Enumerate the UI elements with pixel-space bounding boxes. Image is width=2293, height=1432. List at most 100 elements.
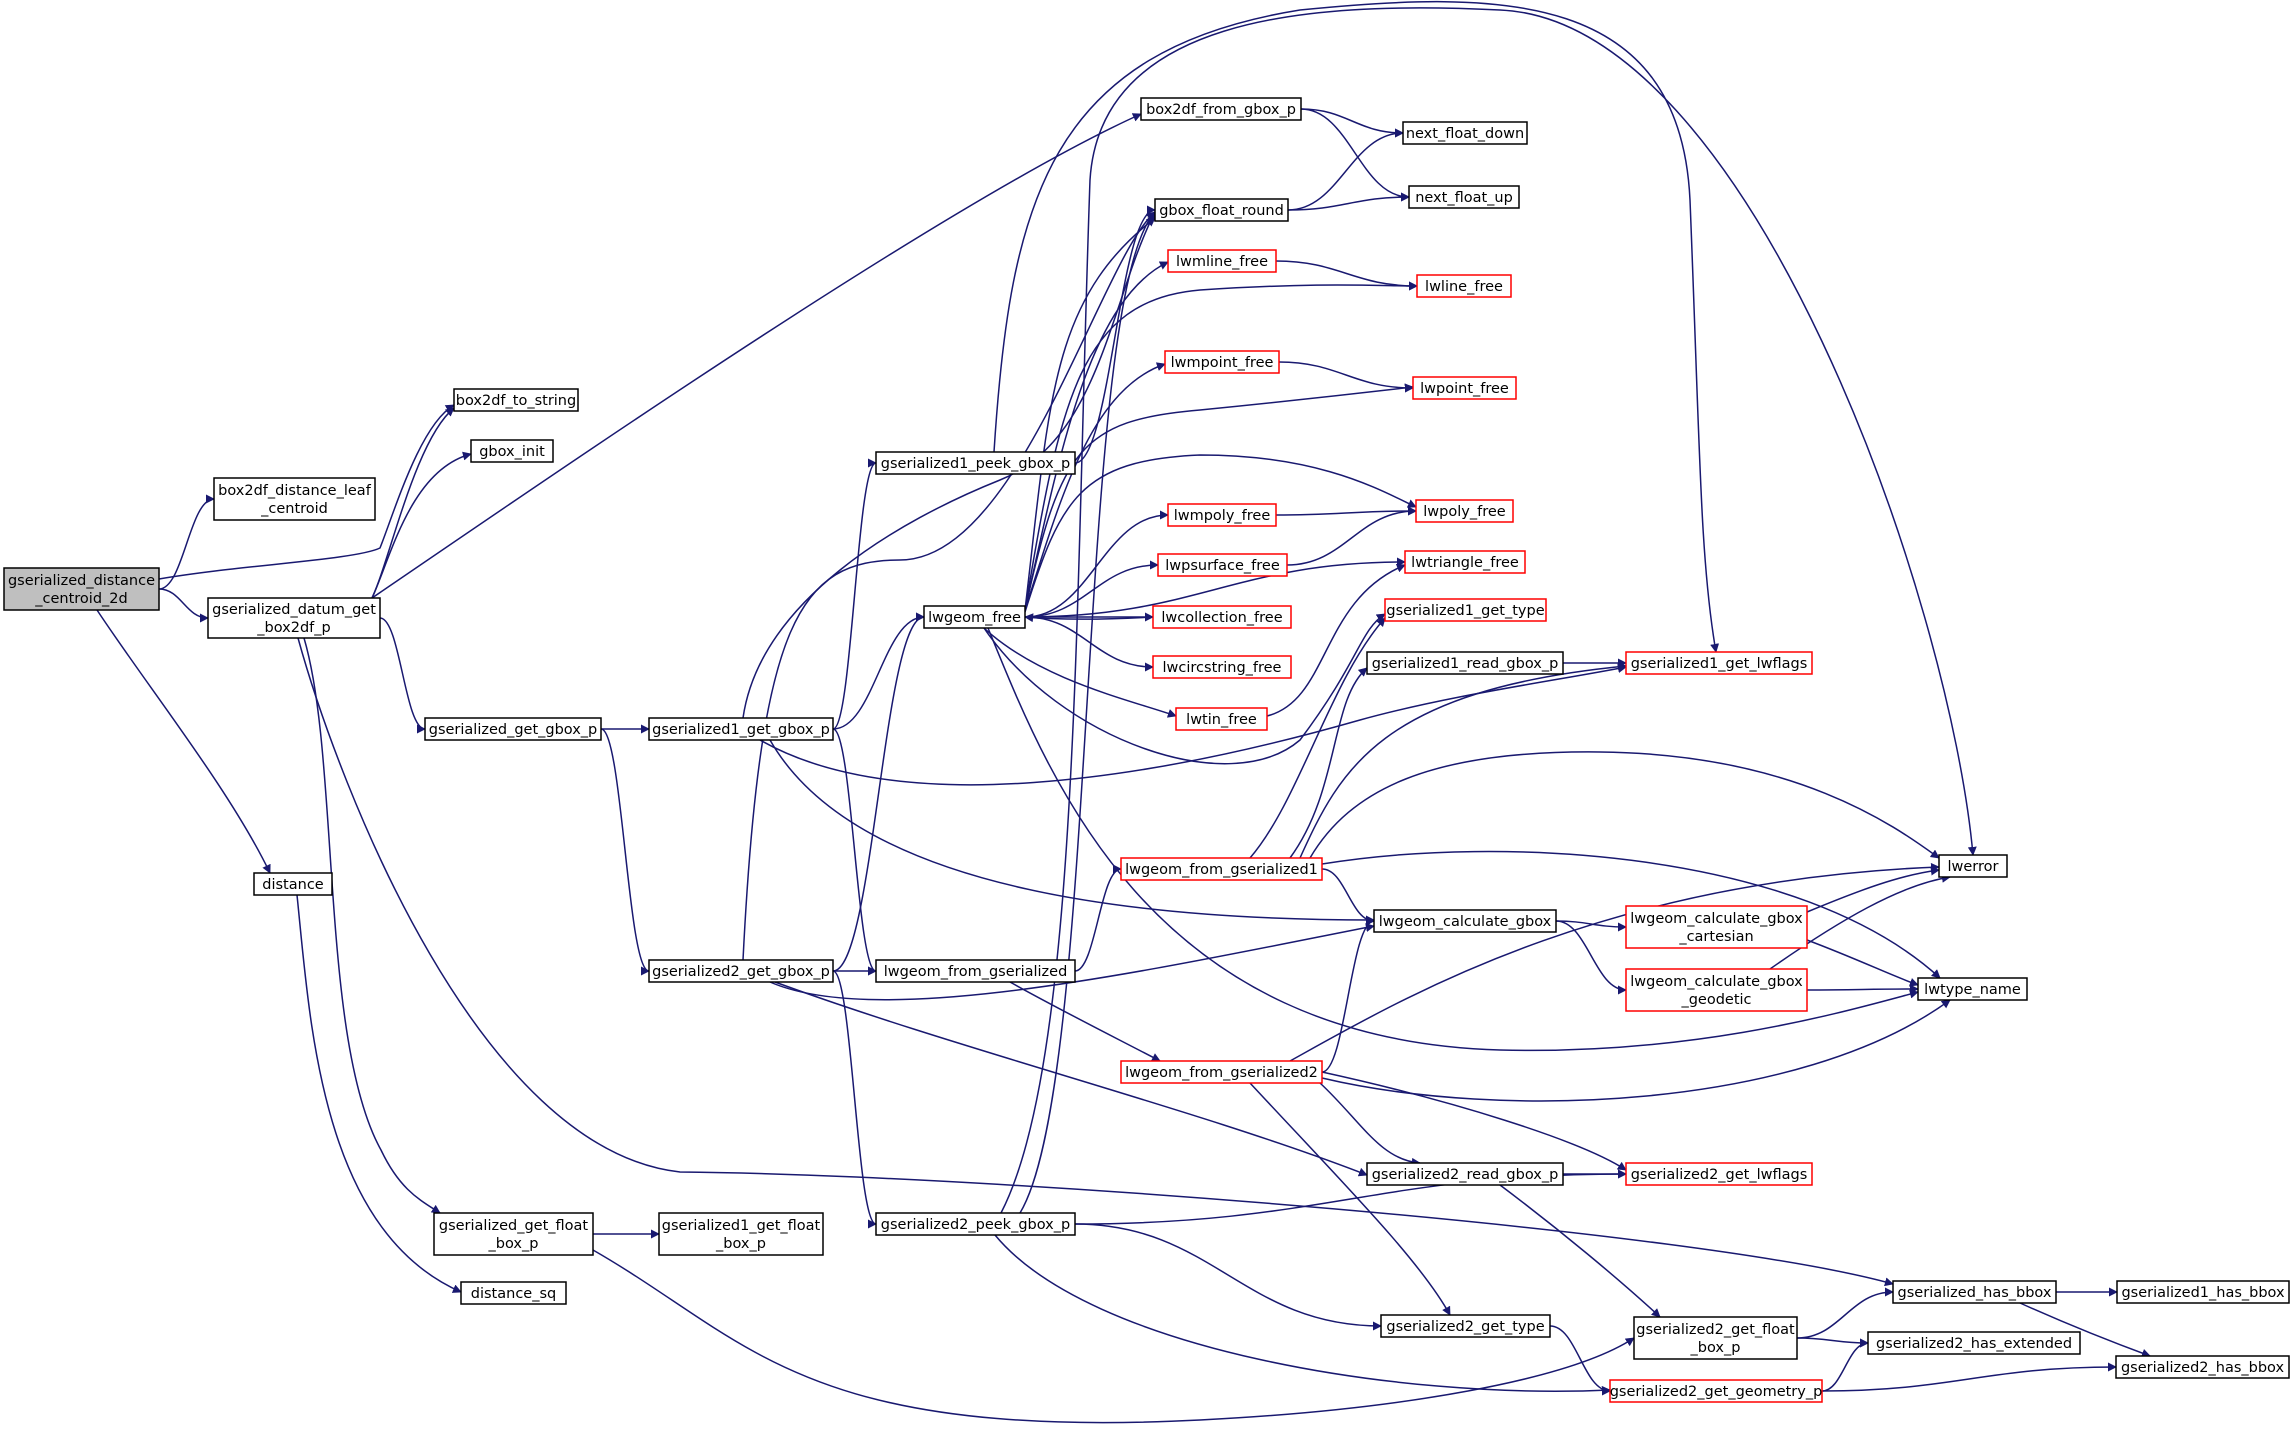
edge-arrow: [379, 617, 426, 734]
node-gserialized2-has-extended[interactable]: gserialized2_has_extended: [1867, 1331, 2081, 1355]
node-lwtype-name[interactable]: lwtype_name: [1917, 977, 2028, 1001]
node-distance-sq[interactable]: distance_sq: [460, 1281, 567, 1305]
edge-arrow: [1275, 506, 1417, 516]
node-gserialized-get-float-box-p[interactable]: gserialized_get_float_box_p: [433, 1212, 594, 1256]
node-lwpoint-free[interactable]: lwpoint_free: [1412, 376, 1517, 400]
call-edge: [1275, 260, 1418, 291]
node-label: gserialized1_peek_gbox_p: [881, 456, 1070, 472]
node-lwpoly-free[interactable]: lwpoly_free: [1415, 499, 1514, 523]
node-lwgeom-calculate-gbox-cartesian[interactable]: lwgeom_calculate_gbox_cartesian: [1625, 905, 1808, 949]
node-box: [470, 439, 554, 463]
node-gserialized2-get-geometry-p[interactable]: gserialized2_get_geometry_p: [1609, 1379, 1823, 1403]
node-box: [1152, 605, 1292, 629]
node-gserialized1-get-lwflags[interactable]: gserialized1_get_lwflags: [1625, 651, 1813, 675]
node-label: gserialized2_get_gbox_p: [652, 964, 830, 980]
node-lwtin-free[interactable]: lwtin_free: [1175, 707, 1268, 731]
call-edge: [303, 637, 441, 1214]
node-lwmpoly-free[interactable]: lwmpoly_free: [1167, 503, 1277, 527]
node-label: next_float_up: [1415, 190, 1513, 206]
node-gserialized1-get-type[interactable]: gserialized1_get_type: [1384, 598, 1547, 622]
node-gserialized2-get-type[interactable]: gserialized2_get_type: [1380, 1314, 1551, 1338]
node-gserialized2-get-gbox-p[interactable]: gserialized2_get_gbox_p: [648, 959, 834, 983]
node-lwerror[interactable]: lwerror: [1938, 854, 2008, 878]
node-lwline-free[interactable]: lwline_free: [1416, 274, 1512, 298]
node-box2df-to-string[interactable]: box2df_to_string: [453, 388, 579, 412]
node-lwcollection-free[interactable]: lwcollection_free: [1152, 605, 1292, 629]
call-edge: [296, 894, 462, 1293]
node-next-float-down[interactable]: next_float_down: [1402, 121, 1528, 145]
node-label: gserialized_get_gbox_p: [429, 722, 598, 738]
node-box2df-distance-leaf-centroid[interactable]: box2df_distance_leaf_centroid: [213, 477, 376, 521]
node-distance[interactable]: distance: [253, 872, 333, 896]
node-gserialized2-peek-gbox-p[interactable]: gserialized2_peek_gbox_p: [875, 1212, 1076, 1236]
node-gbox-init[interactable]: gbox_init: [470, 439, 554, 463]
node-lwgeom-from-gserialized[interactable]: lwgeom_from_gserialized: [875, 959, 1076, 983]
edge-arrow: [1321, 850, 1941, 979]
node-gserialized1-read-gbox-p[interactable]: gserialized1_read_gbox_p: [1366, 651, 1564, 675]
edge-arrow: [158, 404, 455, 580]
node-lwmpoint-free[interactable]: lwmpoint_free: [1164, 350, 1280, 374]
node-gserialized1-get-float-box-p[interactable]: gserialized1_get_float_box_p: [658, 1212, 824, 1256]
node-box: [1154, 198, 1289, 222]
edge-arrow: [1321, 868, 1375, 926]
edge-arrow: [1024, 560, 1159, 618]
node-lwtriangle-free[interactable]: lwtriangle_free: [1404, 550, 1526, 574]
node-box: [1625, 905, 1808, 949]
node-gbox-float-round[interactable]: gbox_float_round: [1154, 198, 1289, 222]
node-box: [1625, 968, 1808, 1012]
edge-arrow: [1289, 862, 1940, 1062]
node-box2df-from-gbox-p[interactable]: box2df_from_gbox_p: [1140, 97, 1302, 121]
node-gserialized2-read-gbox-p[interactable]: gserialized2_read_gbox_p: [1366, 1162, 1564, 1186]
call-edge: [1549, 1325, 1611, 1396]
node-box: [1938, 854, 2008, 878]
node-lwmline-free[interactable]: lwmline_free: [1167, 249, 1277, 273]
node-box: [1120, 857, 1323, 881]
edge-arrow: [297, 637, 1894, 1287]
edge-arrow: [769, 923, 1375, 1001]
node-box: [1167, 503, 1277, 527]
node-label: gserialized1_get_type: [1386, 603, 1544, 619]
node-gserialized-has-bbox[interactable]: gserialized_has_bbox: [1892, 1280, 2057, 1304]
edge-arrow: [1555, 920, 1627, 995]
node-label: _geodetic: [1680, 992, 1751, 1008]
call-edge: [1024, 560, 1159, 618]
node-label: _centroid: [260, 501, 328, 517]
call-edge: [1300, 108, 1410, 202]
edge-arrow: [1769, 873, 1951, 970]
node-box: [453, 388, 579, 412]
edge-arrow: [96, 609, 271, 874]
node-lwgeom-from-gserialized1[interactable]: lwgeom_from_gserialized1: [1120, 857, 1323, 881]
call-edge: [769, 739, 1375, 925]
node-lwcircstring-free[interactable]: lwcircstring_free: [1152, 655, 1292, 679]
node-gserialized1-has-bbox[interactable]: gserialized1_has_bbox: [2116, 1280, 2290, 1304]
edge-arrow: [158, 494, 215, 590]
node-lwgeom-calculate-gbox[interactable]: lwgeom_calculate_gbox: [1373, 909, 1557, 933]
node-lwgeom-from-gserialized2[interactable]: lwgeom_from_gserialized2: [1120, 1060, 1323, 1084]
node-lwpsurface-free[interactable]: lwpsurface_free: [1157, 553, 1288, 577]
node-box: [1380, 1314, 1551, 1338]
node-label: gserialized2_get_lwflags: [1631, 1167, 1808, 1183]
edge-arrow: [1289, 667, 1368, 859]
node-gserialized1-get-gbox-p[interactable]: gserialized1_get_gbox_p: [648, 717, 834, 741]
node-gserialized-get-gbox-p[interactable]: gserialized_get_gbox_p: [424, 717, 602, 741]
edge-arrow: [1024, 557, 1406, 618]
node-label: gserialized2_has_extended: [1876, 1336, 2072, 1352]
edge-arrow: [600, 728, 650, 976]
node-lwgeom-free[interactable]: lwgeom_free: [923, 605, 1026, 629]
node-label: lwmline_free: [1176, 254, 1268, 270]
node-gserialized2-get-lwflags[interactable]: gserialized2_get_lwflags: [1625, 1162, 1813, 1186]
node-label: distance_sq: [471, 1286, 556, 1302]
node-gserialized-datum-get-box2df-p[interactable]: gserialized_datum_get_box2df_p: [207, 597, 381, 639]
node-lwgeom-calculate-gbox-geodetic[interactable]: lwgeom_calculate_gbox_geodetic: [1625, 968, 1808, 1012]
node-next-float-up[interactable]: next_float_up: [1408, 185, 1520, 209]
node-root[interactable]: gserialized_distance_centroid_2d: [3, 567, 160, 611]
node-gserialized2-get-float-box-p[interactable]: gserialized2_get_float_box_p: [1633, 1316, 1798, 1360]
call-edge: [1024, 616, 1154, 672]
call-edge: [1019, 211, 1156, 1214]
edge-arrow: [371, 451, 472, 599]
edge-arrow: [1024, 261, 1169, 611]
edge-arrow: [1266, 563, 1406, 717]
node-gserialized2-has-bbox[interactable]: gserialized2_has_bbox: [2115, 1355, 2290, 1379]
node-gserialized1-peek-gbox-p[interactable]: gserialized1_peek_gbox_p: [875, 451, 1076, 475]
